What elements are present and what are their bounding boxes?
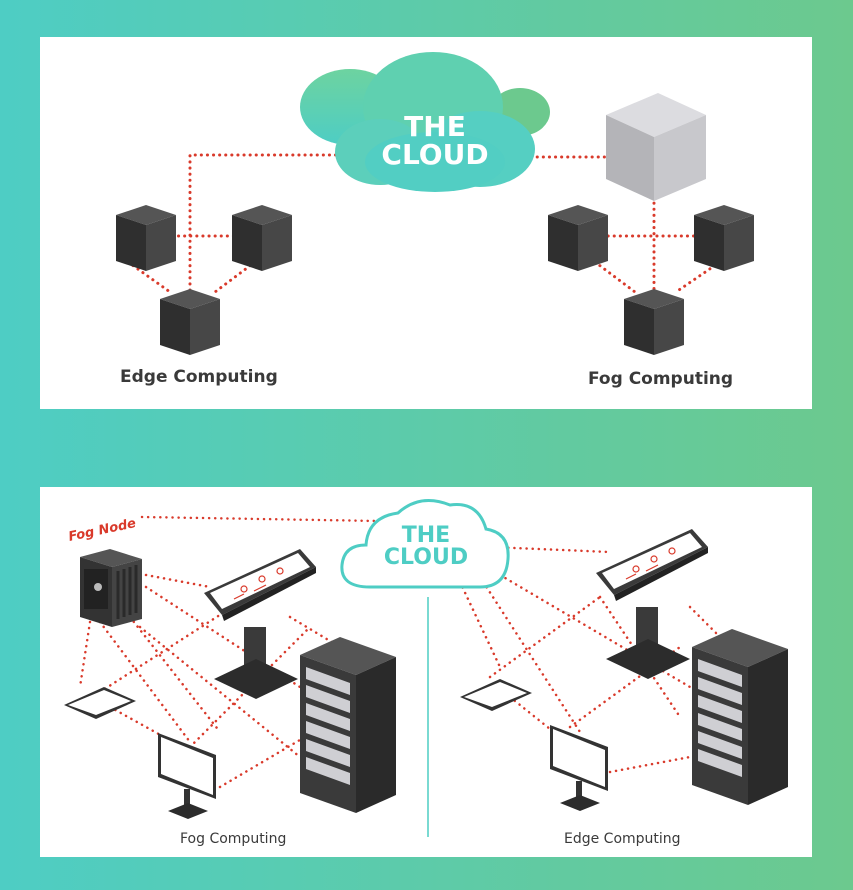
connection-line bbox=[488, 545, 612, 554]
fog-cube bbox=[624, 289, 684, 355]
bottom-diagram bbox=[64, 499, 788, 837]
tablet-device bbox=[460, 679, 532, 711]
cloud-shape bbox=[300, 52, 550, 192]
kiosk-terminal bbox=[596, 529, 708, 679]
connection-line bbox=[608, 755, 692, 774]
server-rack bbox=[692, 629, 788, 805]
connection-line bbox=[488, 595, 602, 679]
cloud-title-line1: THE bbox=[404, 110, 466, 143]
cloud-title-line2: CLOUD bbox=[381, 138, 489, 171]
cloud-title: THE CLOUD bbox=[380, 113, 490, 169]
top-panel: THE CLOUD Edge Computing Fog Computing bbox=[40, 37, 812, 409]
connection-line bbox=[144, 573, 212, 589]
connection-line bbox=[188, 153, 362, 297]
monitor-device bbox=[158, 733, 216, 819]
fog-node-cube bbox=[606, 93, 706, 201]
server-rack bbox=[300, 637, 396, 813]
connection-line bbox=[98, 620, 192, 744]
fog-computing-label: Fog Computing bbox=[180, 831, 287, 847]
tablet-device bbox=[64, 687, 136, 719]
connection-line bbox=[218, 735, 307, 789]
cloud-title: THE CLOUD bbox=[376, 525, 476, 569]
cloud-outline bbox=[340, 499, 510, 589]
connection-line bbox=[478, 575, 582, 734]
edge-cube bbox=[232, 205, 292, 271]
cloud-title-line1: THE bbox=[401, 523, 451, 548]
cloud-title-line2: CLOUD bbox=[383, 545, 469, 570]
connection-line bbox=[138, 625, 302, 759]
kiosk-terminal bbox=[204, 549, 316, 699]
fog-computing-label: Fog Computing bbox=[588, 369, 734, 389]
connection-line bbox=[593, 260, 637, 294]
fog-cube bbox=[694, 205, 754, 271]
connection-line bbox=[126, 260, 172, 294]
fog-node-device bbox=[80, 549, 142, 627]
connection-line bbox=[140, 515, 380, 523]
edge-cube bbox=[160, 289, 220, 355]
edge-cube bbox=[116, 205, 176, 271]
connection-line bbox=[213, 260, 257, 294]
edge-computing-label: Edge Computing bbox=[120, 367, 278, 387]
connection-line bbox=[688, 605, 722, 639]
fog-cube bbox=[548, 205, 608, 271]
monitor-device bbox=[550, 725, 608, 811]
edge-computing-label: Edge Computing bbox=[564, 831, 681, 847]
bottom-panel: Fog Node THE CLOUD Fog Computing Edge Co… bbox=[40, 487, 812, 857]
connection-line bbox=[128, 615, 222, 734]
top-diagram bbox=[116, 52, 754, 355]
connection-line bbox=[568, 645, 682, 729]
connection-line bbox=[78, 620, 92, 689]
connection-line bbox=[458, 580, 502, 669]
